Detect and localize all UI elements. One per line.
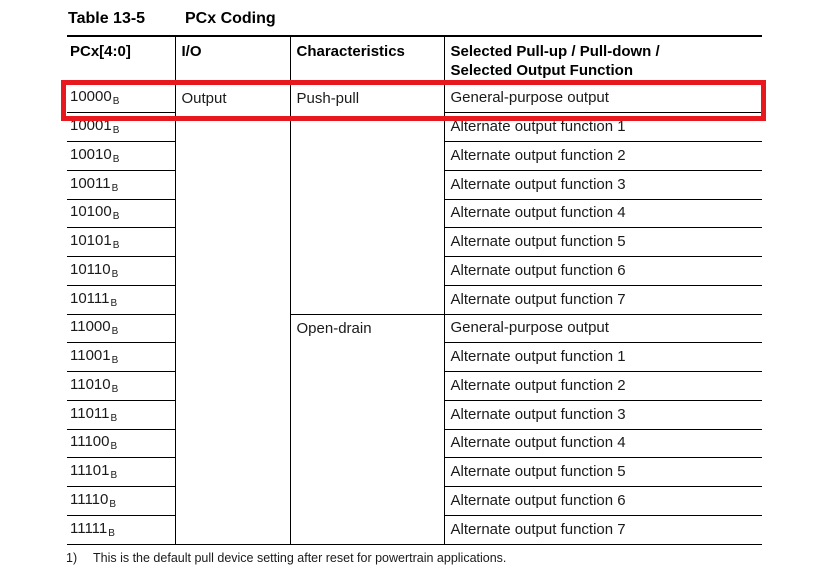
pcx-code-cell: 11111B <box>67 515 175 545</box>
pcx-code-cell: 11101B <box>67 457 175 487</box>
table-row: 11010B Alternate output function 2 <box>67 371 762 401</box>
binary-subscript: B <box>112 153 120 165</box>
binary-subscript: B <box>110 470 118 482</box>
io-cell: Output <box>174 84 290 545</box>
pcx-code: 11010 <box>70 375 111 393</box>
table-row: 11111B Alternate output function 7 <box>67 515 762 545</box>
footnote: 1) This is the default pull device settin… <box>66 551 506 565</box>
pcx-code: 10010 <box>70 145 112 163</box>
function-cell: Alternate output function 6 <box>443 486 762 516</box>
binary-subscript: B <box>112 125 120 137</box>
binary-subscript: B <box>112 211 120 223</box>
binary-subscript: B <box>108 527 115 539</box>
function-cell: Alternate output function 5 <box>443 227 762 257</box>
pcx-code-cell: 10110B <box>67 256 175 286</box>
table-row: 10111B Alternate output function 7 <box>67 285 762 315</box>
pcx-code-cell: 10001B <box>67 112 175 142</box>
function-cell: Alternate output function 3 <box>443 170 762 200</box>
header-characteristics: Characteristics <box>289 35 444 85</box>
binary-subscript: B <box>111 326 119 338</box>
pcx-code: 10011 <box>70 174 111 192</box>
table-row: 11001B Alternate output function 1 <box>67 342 762 372</box>
pcx-code-cell: 10000B <box>67 84 175 114</box>
binary-subscript: B <box>110 441 118 453</box>
pcx-code: 11001 <box>70 347 111 365</box>
function-cell: Alternate output function 2 <box>443 371 762 401</box>
pcx-code: 11101 <box>70 462 110 480</box>
pcx-code-cell: 11000B <box>67 314 175 344</box>
binary-subscript: B <box>112 240 120 252</box>
table-title: PCx Coding <box>185 10 276 27</box>
pcx-code: 10110 <box>70 260 111 278</box>
function-cell: Alternate output function 7 <box>443 285 762 315</box>
pcx-code-cell: 11011B <box>67 400 175 430</box>
binary-subscript: B <box>111 355 119 367</box>
function-cell: Alternate output function 5 <box>443 457 762 487</box>
pcx-code: 11011 <box>70 404 110 422</box>
table-number: Table 13-5 <box>68 10 146 27</box>
binary-subscript: B <box>111 182 119 194</box>
header-row: PCx[4:0] I/O Characteristics Selected Pu… <box>67 35 762 85</box>
pcx-code: 11100 <box>70 433 110 451</box>
table-row: 11110B Alternate output function 6 <box>67 486 762 516</box>
header-pcx: PCx[4:0] <box>67 35 175 85</box>
table-row: 11000B Open-drain General-purpose output <box>67 314 762 545</box>
pcx-code-cell: 11001B <box>67 342 175 372</box>
pcx-code: 11110 <box>70 490 109 508</box>
function-cell: Alternate output function 4 <box>443 199 762 229</box>
table-row: 10010B Alternate output function 2 <box>67 141 762 171</box>
table-row: 11011B Alternate output function 3 <box>67 400 762 430</box>
pcx-code: 10000 <box>70 88 112 106</box>
pcx-code: 11111 <box>70 519 108 537</box>
pcx-code: 10100 <box>70 203 112 221</box>
pcx-code: 11000 <box>70 318 111 336</box>
header-function: Selected Pull-up / Pull-down / Selected … <box>443 35 762 85</box>
pcx-code-cell: 10101B <box>67 227 175 257</box>
binary-subscript: B <box>110 297 118 309</box>
pcx-code-cell: 11100B <box>67 429 175 459</box>
function-cell: Alternate output function 6 <box>443 256 762 286</box>
function-cell: Alternate output function 3 <box>443 400 762 430</box>
pcx-code: 10101 <box>70 232 112 250</box>
table-row: 10000B Output Push-pull General-purpose … <box>67 84 762 545</box>
pcx-code-cell: 10010B <box>67 141 175 171</box>
binary-subscript: B <box>109 498 117 510</box>
binary-subscript: B <box>112 96 120 108</box>
binary-subscript: B <box>111 268 119 280</box>
footnote-marker: 1) <box>66 551 78 565</box>
pcx-code-cell: 10011B <box>67 170 175 200</box>
function-cell: Alternate output function 1 <box>443 112 762 142</box>
pcx-code-cell: 11110B <box>67 486 175 516</box>
header-function-line2: Selected Output Function <box>450 62 634 79</box>
function-cell: General-purpose output <box>443 314 762 344</box>
pcx-code-cell: 11010B <box>67 371 175 401</box>
table-caption: Table 13-5 PCx Coding <box>68 10 276 28</box>
function-cell: Alternate output function 4 <box>443 429 762 459</box>
pcx-code: 10111 <box>70 289 110 307</box>
function-cell: Alternate output function 1 <box>443 342 762 372</box>
header-function-line1: Selected Pull-up / Pull-down / <box>450 43 660 60</box>
pcx-code: 10001 <box>70 117 112 135</box>
table-row: 10100B Alternate output function 4 <box>67 199 762 229</box>
table-row: 11101B Alternate output function 5 <box>67 457 762 487</box>
pcx-code-cell: 10111B <box>67 285 175 315</box>
binary-subscript: B <box>111 383 119 395</box>
header-io: I/O <box>174 35 290 85</box>
characteristics-cell: Push-pull <box>289 84 444 315</box>
table-row: 10101B Alternate output function 5 <box>67 227 762 257</box>
pcx-coding-table: PCx[4:0] I/O Characteristics Selected Pu… <box>67 35 762 545</box>
table-row: 10011B Alternate output function 3 <box>67 170 762 200</box>
pcx-code-cell: 10100B <box>67 199 175 229</box>
function-cell: Alternate output function 7 <box>443 515 762 545</box>
characteristics-cell: Open-drain <box>289 314 444 545</box>
table-row: 11100B Alternate output function 4 <box>67 429 762 459</box>
function-cell: Alternate output function 2 <box>443 141 762 171</box>
footnote-text: This is the default pull device setting … <box>93 551 507 565</box>
binary-subscript: B <box>110 412 118 424</box>
function-cell: General-purpose output <box>443 84 762 114</box>
table-row: 10110B Alternate output function 6 <box>67 256 762 286</box>
